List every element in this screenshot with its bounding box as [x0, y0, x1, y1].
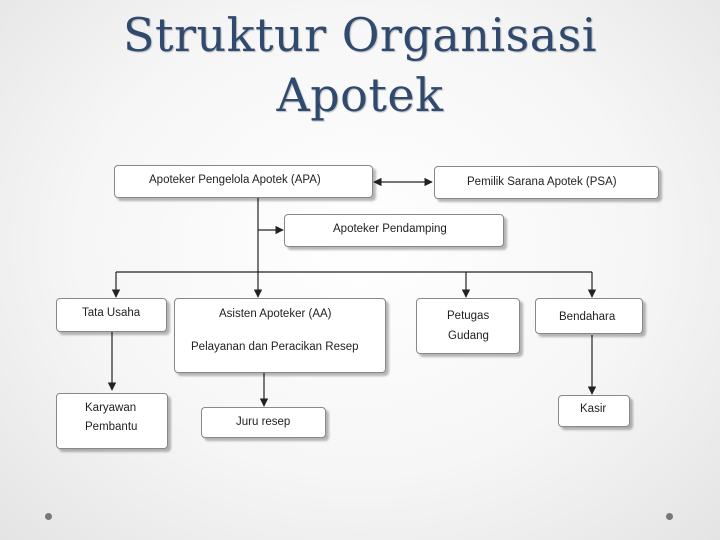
apa-box: Apoteker Pengelola Apotek (APA): [114, 165, 373, 198]
psa-box: Pemilik Sarana Apotek (PSA): [434, 166, 659, 199]
pelayanan-label: Pelayanan dan Peracikan Resep: [191, 341, 359, 353]
psa-label: Pemilik Sarana Apotek (PSA): [467, 176, 617, 188]
karyawan-pembantu-box: Karyawan Pembantu: [56, 393, 168, 449]
asisten-apoteker-label: Asisten Apoteker (AA): [219, 308, 332, 320]
right-bullet-dot: [666, 513, 673, 520]
kasir-label: Kasir: [580, 403, 607, 415]
petugas-label: Petugas: [447, 310, 490, 322]
tata-usaha-box: Tata Usaha: [56, 298, 167, 332]
bendahara-box: Bendahara: [535, 298, 643, 334]
gudang-label: Gudang: [448, 330, 489, 342]
slide-title-line-1: Struktur Organisasi: [123, 8, 597, 62]
slide-title-line-2: Apotek: [276, 68, 444, 122]
asisten-apoteker-box: Asisten Apoteker (AA) Pelayanan dan Pera…: [174, 298, 386, 373]
apa-label: Apoteker Pengelola Apotek (APA): [149, 174, 321, 186]
petugas-gudang-box: Petugas Gudang: [416, 298, 520, 354]
left-bullet-dot: [45, 513, 52, 520]
kasir-box: Kasir: [558, 395, 630, 427]
tata-usaha-label: Tata Usaha: [82, 307, 141, 319]
apoteker-pendamping-box: Apoteker Pendamping: [284, 214, 504, 247]
bendahara-label: Bendahara: [559, 311, 616, 323]
apoteker-pendamping-label: Apoteker Pendamping: [333, 223, 447, 235]
pembantu-label: Pembantu: [85, 421, 138, 433]
karyawan-label: Karyawan: [85, 402, 137, 414]
juru-resep-label: Juru resep: [236, 416, 291, 428]
juru-resep-box: Juru resep: [201, 407, 326, 438]
